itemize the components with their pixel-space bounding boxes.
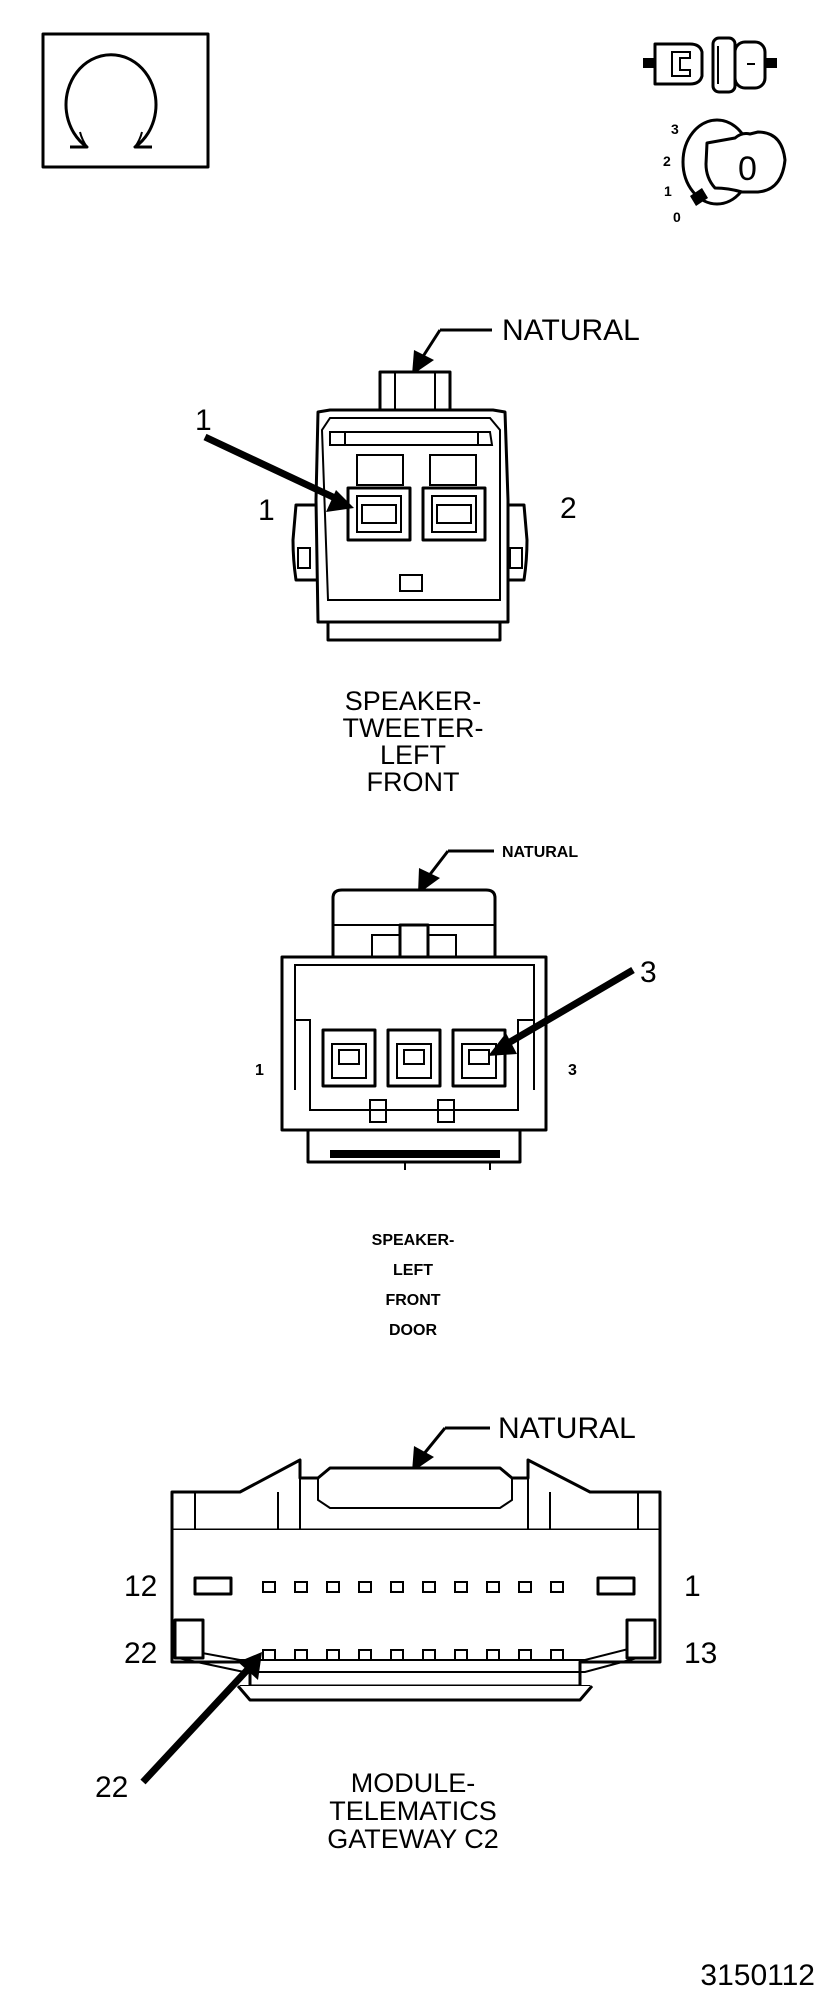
connector-3-color-label: NATURAL [498, 1412, 636, 1445]
ignition-key-label: 0 [738, 150, 757, 188]
connector-1-pin-left: 1 [258, 494, 275, 527]
connector-3-callout: 22 [95, 1771, 128, 1804]
connector-2-pin-left: 1 [255, 1062, 264, 1079]
connector-2-color-label: NATURAL [502, 844, 578, 861]
connector-legend-icon [643, 36, 777, 94]
pin-row-bottom [262, 1649, 564, 1661]
pin-row-top [262, 1581, 564, 1593]
connector-module-telematics-gateway-c2: NATURAL [95, 1412, 717, 1854]
connector-2-name-line-3: FRONT [385, 1292, 440, 1309]
connector-1-name-line-3: LEFT [380, 740, 446, 770]
connector-1-pin-right: 2 [560, 492, 577, 525]
connector-3-name-line-3: GATEWAY C2 [327, 1824, 499, 1854]
connector-2-callout: 3 [640, 956, 657, 989]
connector-speaker-left-front-door: NATURAL 3 1 3 SPEAKER [255, 844, 657, 1339]
ignition-position-1: 1 [664, 183, 672, 199]
natural-arrow-head [418, 868, 440, 894]
connector-1-name-line-4: FRONT [367, 767, 460, 797]
connector-3-pin-bottom-left: 22 [124, 1637, 157, 1670]
connector-1-name-line-1: SPEAKER- [345, 686, 482, 716]
ignition-key-icon: 3 2 1 0 0 [663, 118, 787, 225]
figure-number: 3150112 [700, 1959, 815, 1992]
natural-arrow-head [412, 350, 434, 375]
connector-3-pin-bottom-right: 13 [684, 1637, 717, 1670]
ignition-position-3: 3 [671, 121, 679, 137]
ignition-position-2: 2 [663, 153, 671, 169]
ohm-meter-icon [41, 32, 210, 169]
connector-3-pin-top-left: 12 [124, 1570, 157, 1603]
natural-arrow-head [412, 1446, 434, 1472]
connector-3-name-line-1: MODULE- [351, 1768, 476, 1798]
connector-speaker-tweeter-left-front: NATURAL 1 1 2 SPEAKER- [195, 314, 640, 797]
connector-2-name-line-4: DOOR [389, 1322, 437, 1339]
connector-2-name-line-2: LEFT [393, 1262, 433, 1279]
connector-2-name-line-1: SPEAKER- [372, 1232, 455, 1249]
connector-2-pin-right: 3 [568, 1062, 577, 1079]
ignition-position-0: 0 [673, 209, 681, 225]
connector-1-callout: 1 [195, 404, 212, 437]
connector-3-name-line-2: TELEMATICS [329, 1796, 497, 1826]
connector-1-color-label: NATURAL [502, 314, 640, 347]
connector-3-pin-top-right: 1 [684, 1570, 701, 1603]
connector-1-name-line-2: TWEETER- [343, 713, 484, 743]
